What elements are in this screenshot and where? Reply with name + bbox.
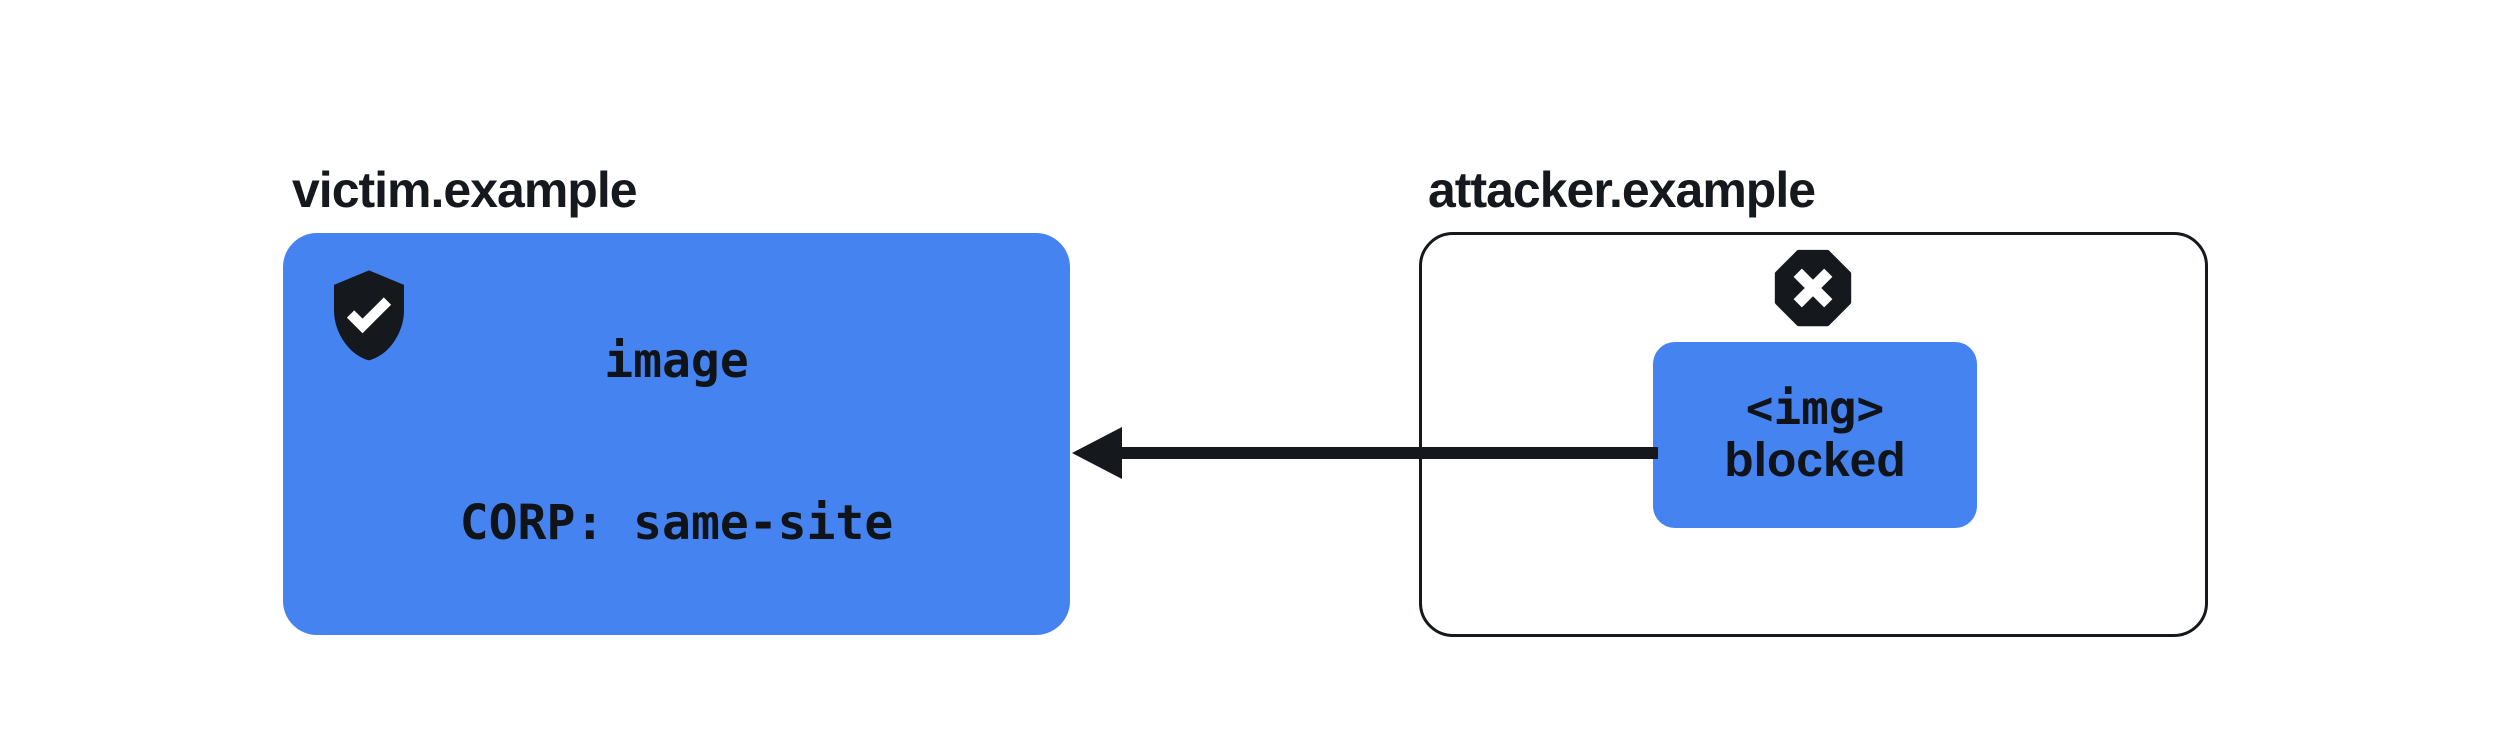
shield-check-icon [334,270,404,361]
victim-domain-title: victim.example [292,162,638,218]
resource-line-1: image [604,333,749,389]
attacker-domain-title: attacker.example [1428,162,1816,218]
attacker-page-box: <img> blocked [1419,232,2208,637]
blocked-x-icon [1774,249,1852,327]
victim-server-box: image CORP: same-site [283,233,1070,635]
request-line-1: <img> [1745,381,1885,435]
request-line-2: blocked [1724,434,1906,487]
blocked-request-box: <img> blocked [1653,342,1977,528]
victim-resource-label: image CORP: same-site [460,226,893,658]
resource-line-2: CORP: same-site [459,495,894,551]
request-arrow [1072,427,1658,479]
